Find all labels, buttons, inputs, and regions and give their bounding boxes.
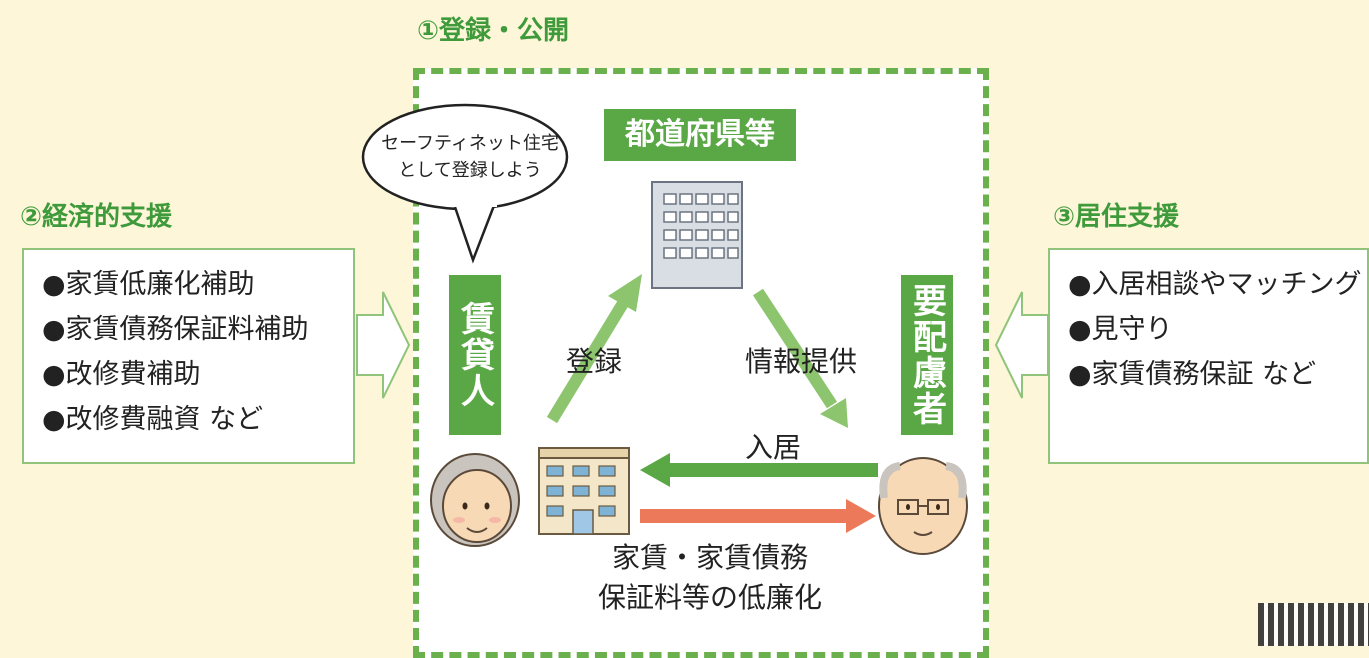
reduction-label: 家賃・家賃債務 保証料等の低廉化: [560, 538, 860, 618]
info-label: 情報提供: [745, 345, 858, 378]
speech-line-1: セーフティネット住宅: [381, 133, 559, 154]
qr-code-icon[interactable]: [1258, 603, 1369, 646]
move-in-label: 入居: [745, 431, 802, 464]
residential-support-title: ③居住支援: [1053, 202, 1180, 232]
residential-item: ●入居相談やマッチング: [1068, 269, 1362, 300]
reduction-line-2: 保証料等の低廉化: [597, 581, 822, 614]
speech-line-2: として登録しよう: [398, 160, 542, 181]
register-label: 登録: [566, 345, 623, 378]
residential-item: ●家賃債務保証 など: [1068, 359, 1317, 390]
landlord-label: 賃貸人: [449, 275, 501, 435]
residential-arrow: [994, 291, 1049, 399]
reduction-line-1: 家賃・家賃債務: [611, 541, 808, 574]
economic-support-title: ②経済的支援: [20, 202, 173, 232]
register-arrow: [546, 274, 642, 424]
economic-support-box: ●家賃低廉化補助 ●家賃債務保証料補助 ●改修費補助 ●改修費融資 など: [22, 248, 355, 464]
prefecture-label: 都道府県等: [604, 109, 796, 161]
economic-item: ●家賃債務保証料補助: [42, 314, 309, 345]
info-arrow: [752, 288, 848, 428]
landlord-avatar: [430, 453, 520, 547]
speech-bubble-text: セーフティネット住宅 として登録しよう: [370, 130, 570, 184]
move-in-arrow: [640, 453, 878, 487]
residential-support-box: ●入居相談やマッチング ●見守り ●家賃債務保証 など: [1048, 248, 1369, 464]
residential-item: ●見守り: [1068, 314, 1173, 345]
apartment-building-icon: [538, 447, 630, 535]
economic-item: ●家賃低廉化補助: [42, 269, 255, 300]
tenant-label: 要配慮者: [901, 275, 953, 435]
office-building-icon: [651, 181, 743, 289]
economic-arrow: [356, 291, 411, 399]
registration-title: ①登録・公開: [417, 16, 570, 46]
economic-item: ●改修費融資 など: [42, 404, 264, 435]
reduction-arrow: [640, 499, 876, 533]
speech-bubble: [361, 103, 569, 264]
economic-item: ●改修費補助: [42, 359, 201, 390]
tenant-avatar: [878, 457, 968, 555]
